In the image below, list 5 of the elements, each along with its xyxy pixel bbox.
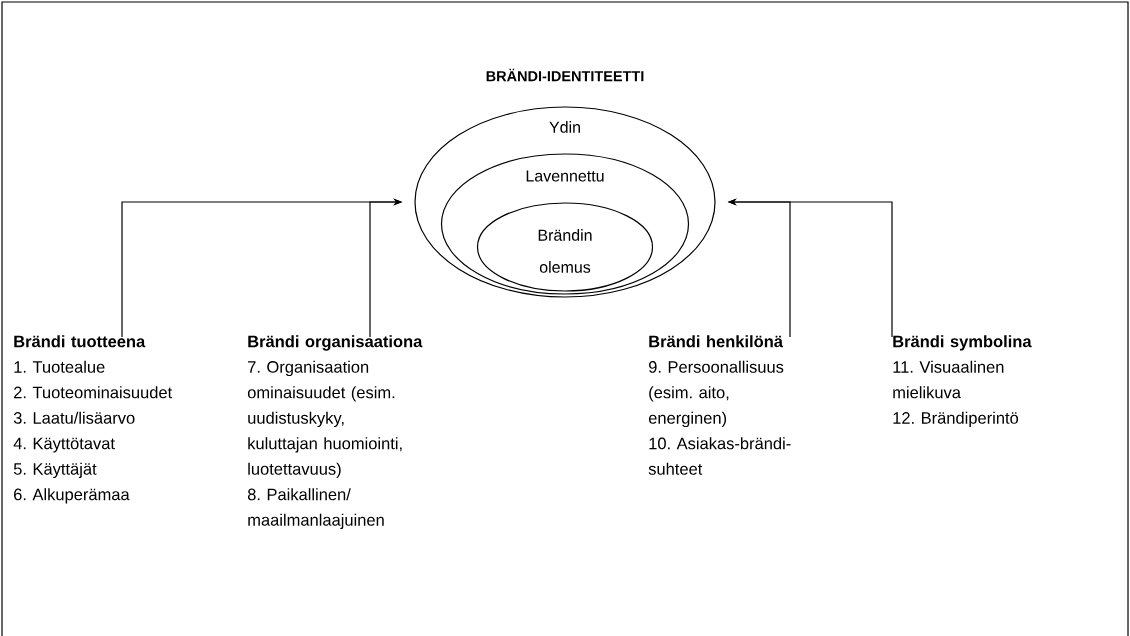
text-column: Brändi tuotteena 1. Tuotealue 2. Tuoteominaisuudet 3. Laatu/lisäarvo 4. Käyttötavat 5. Käyttäjät 6. Alkuperämaa [13, 335, 173, 504]
text-column: Brändi organisaationa 7. Organisaation ominaisuudet (esim. uudistuskyky, kuluttajan huomiointi, luotettavuus) 8. Paikallinen/ maailmanlaajuinen [247, 335, 423, 530]
title: BRÄNDI-IDENTITEETTI [486, 68, 644, 82]
text-column: Brändi henkilönä 9. Persoonallisuus (esim. aito, energinen) 10. Asiakas-brändi-suhteet [648, 335, 791, 475]
text-column: Brändi symbolina 11. Visuaalinen mielikuva 12. Brändiperintö [893, 335, 1032, 428]
